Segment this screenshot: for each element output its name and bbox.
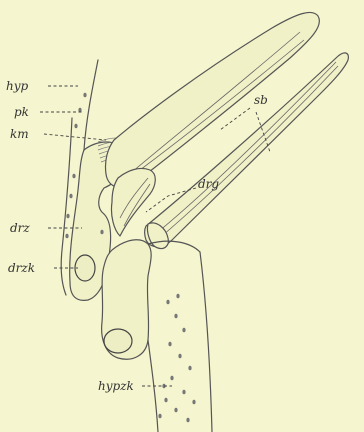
leader-km [44, 134, 106, 140]
label-km: km [10, 127, 29, 141]
label-hyp: hyp [6, 79, 29, 93]
label-hypzk: hypzk [98, 379, 134, 393]
label-drzk: drzk [8, 261, 35, 275]
label-sb: sb [254, 93, 268, 107]
gland-nucleus-lower [104, 329, 132, 353]
spine-upper [105, 12, 319, 187]
label-drg: drg [198, 177, 219, 191]
gland-cell-lower [102, 240, 152, 359]
hypodermis-lower [148, 241, 212, 432]
label-drz: drz [10, 221, 30, 235]
label-pk: pk [14, 105, 29, 119]
